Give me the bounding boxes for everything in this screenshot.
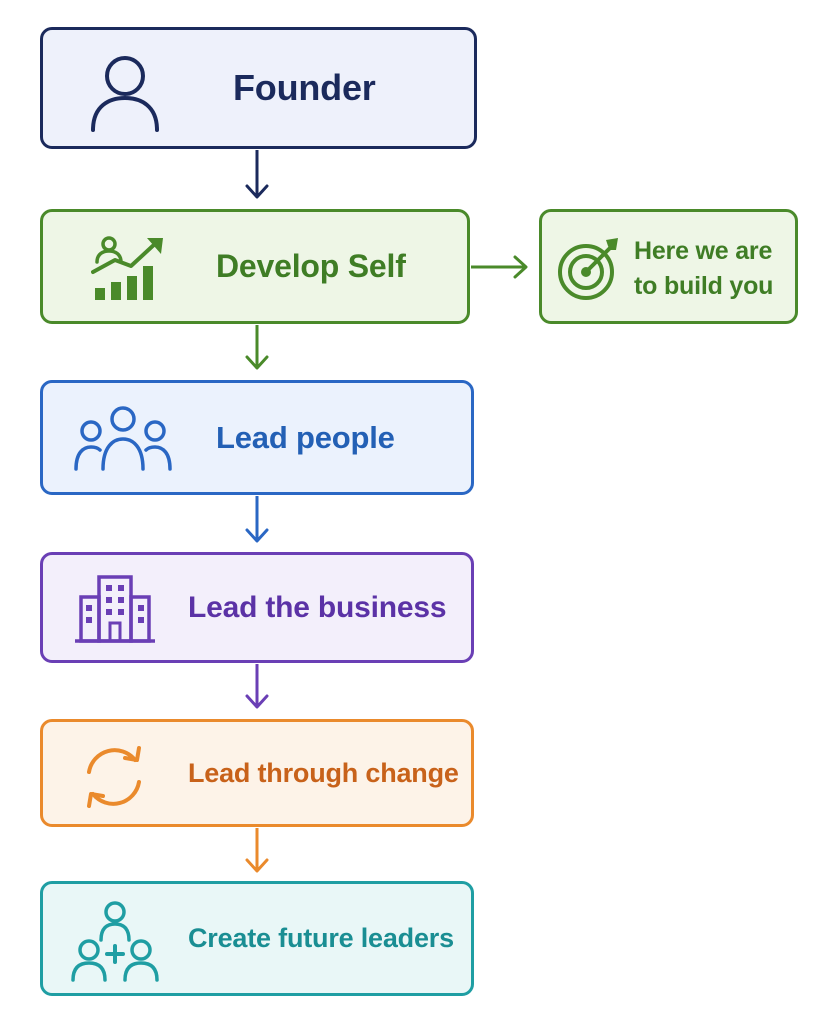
arrow-people-to-business — [245, 496, 269, 543]
side-note-box: Here we are to build you — [539, 209, 798, 324]
lead-business-box: Lead the business — [40, 552, 474, 663]
target-icon — [558, 238, 618, 300]
arrow-founder-to-develop — [245, 150, 269, 199]
growth-chart-icon — [91, 236, 163, 300]
future-leaders-box: Create future leaders — [40, 881, 474, 996]
lead-change-box: Lead through change — [40, 719, 474, 827]
arrow-business-to-change — [245, 664, 269, 709]
develop-self-box: Develop Self — [40, 209, 470, 324]
team-plus-icon — [71, 901, 159, 982]
develop-self-label: Develop Self — [216, 248, 406, 284]
refresh-cycle-icon — [87, 746, 141, 808]
founder-label: Founder — [233, 67, 376, 108]
side-note-line-1: Here we are — [634, 237, 773, 265]
lead-people-box: Lead people — [40, 380, 474, 495]
side-note-text: Here we are to build you — [634, 234, 773, 304]
building-icon — [75, 575, 155, 643]
lead-change-label: Lead through change — [188, 757, 459, 788]
future-leaders-label: Create future leaders — [188, 923, 454, 953]
lead-people-label: Lead people — [216, 419, 395, 455]
founder-box: Founder — [40, 27, 477, 149]
arrow-develop-to-side — [471, 255, 528, 279]
group-icon — [74, 406, 172, 471]
arrow-develop-to-people — [245, 325, 269, 370]
arrow-change-to-future — [245, 828, 269, 873]
lead-business-label: Lead the business — [188, 590, 447, 624]
side-note-line-2: to build you — [634, 272, 774, 300]
person-icon — [91, 56, 159, 132]
